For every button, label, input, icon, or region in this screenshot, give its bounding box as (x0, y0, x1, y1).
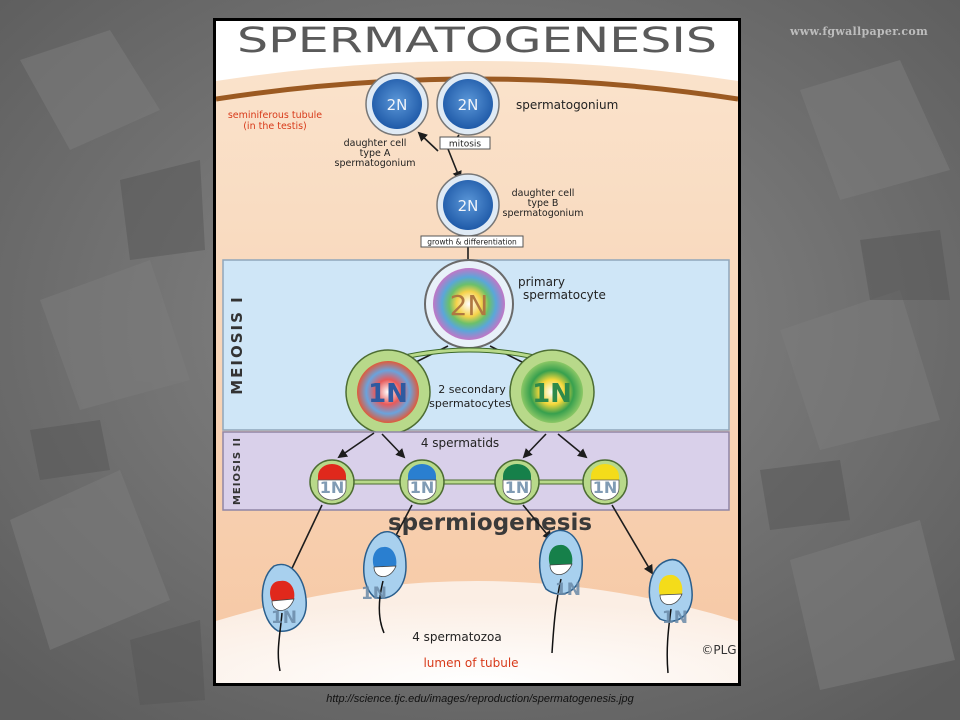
arrow-to-spermatid-3 (522, 433, 547, 459)
spermatozoon-3: 1N (538, 529, 583, 654)
ploidy-label: 1N (320, 478, 345, 497)
spermatogonium-type-a: 2N (365, 72, 429, 136)
arrow-to-spermatid-2 (381, 433, 406, 459)
growth-label: growth & differentiation (427, 238, 517, 247)
arrow-to-spermatid-4 (557, 433, 588, 459)
meiosis-2-label: MEIOSIS II (232, 437, 243, 505)
ploidy-label: 1N (505, 478, 530, 497)
spermatozoon-2: 1N (361, 531, 407, 634)
watermark-text: www.fgwallpaper.com (790, 25, 929, 38)
tubule-label-2: (in the testis) (243, 121, 307, 132)
type-b-label-3: spermatogonium (503, 208, 584, 219)
source-url: http://science.tjc.edu/images/reproducti… (326, 693, 634, 705)
mitosis-label: mitosis (449, 140, 481, 150)
ploidy-label: 2N (450, 289, 489, 322)
arrow-to-sperm-3 (522, 504, 553, 541)
ploidy-label: 1N (271, 608, 297, 628)
spermatid-3: 1N (494, 459, 540, 505)
ploidy-label: 1N (361, 584, 387, 604)
ploidy-label: 1N (555, 580, 581, 600)
type-b-label-1: daughter cell (512, 188, 575, 199)
type-a-label-2: type A (360, 148, 391, 159)
arrow-to-sperm-4 (611, 504, 653, 575)
spermatozoon-4: 1N (648, 558, 693, 674)
spermatid-2: 1N (399, 459, 445, 505)
meiosis-2-panel (222, 431, 730, 511)
spermatid-1: 1N (309, 459, 355, 505)
primary-label-2: spermatocyte (523, 288, 606, 302)
primary-spermatocyte: 2N (424, 259, 514, 349)
copyright-mark: ©PLG (701, 643, 736, 657)
spermatogenesis-diagram: SPERMATOGENESIS seminiferous tubule (in … (216, 21, 738, 683)
arrow-to-spermatid-1 (337, 432, 375, 459)
lumen-label: lumen of tubule (423, 656, 518, 670)
ploidy-label: 1N (410, 478, 435, 497)
type-a-label-3: spermatogonium (335, 158, 416, 169)
ploidy-label: 1N (662, 608, 688, 628)
ploidy-label: 2N (458, 197, 479, 215)
spermatids-label: 4 spermatids (421, 436, 499, 450)
growth-label-box: growth & differentiation (420, 235, 524, 248)
tubule-label-1: seminiferous tubule (228, 110, 322, 121)
spermatozoon-1: 1N (261, 563, 307, 672)
type-a-label-1: daughter cell (344, 138, 407, 149)
arrow-to-type-a (417, 131, 439, 152)
secondary-label-1: 2 secondary (438, 383, 506, 396)
primary-label-1: primary (518, 275, 565, 289)
type-b-label-2: type B (528, 198, 559, 209)
spermatogonium-label: spermatogonium (516, 98, 618, 112)
tubule-lumen (216, 581, 738, 683)
arrow-to-type-b (447, 148, 462, 181)
spermatozoa-label: 4 spermatozoa (412, 630, 502, 644)
ploidy-label: 1N (593, 478, 618, 497)
ploidy-label: 1N (532, 379, 572, 409)
mitosis-label-box: mitosis (439, 136, 491, 150)
secondary-spermatocyte-left: 1N (345, 349, 431, 435)
spermatid-4: 1N (582, 459, 628, 505)
meiosis-1-label: MEIOSIS I (228, 295, 246, 395)
ploidy-label: 2N (458, 96, 479, 114)
spermatogonium-type-b: 2N (436, 173, 500, 237)
ploidy-label: 1N (368, 379, 408, 409)
spermatogonium-parent: 2N (436, 72, 500, 136)
diagram-title: SPERMATOGENESIS (237, 21, 717, 61)
secondary-label-2: spermatocytes (429, 397, 511, 410)
secondary-spermatocyte-right: 1N (509, 349, 595, 435)
ploidy-label: 2N (387, 96, 408, 114)
